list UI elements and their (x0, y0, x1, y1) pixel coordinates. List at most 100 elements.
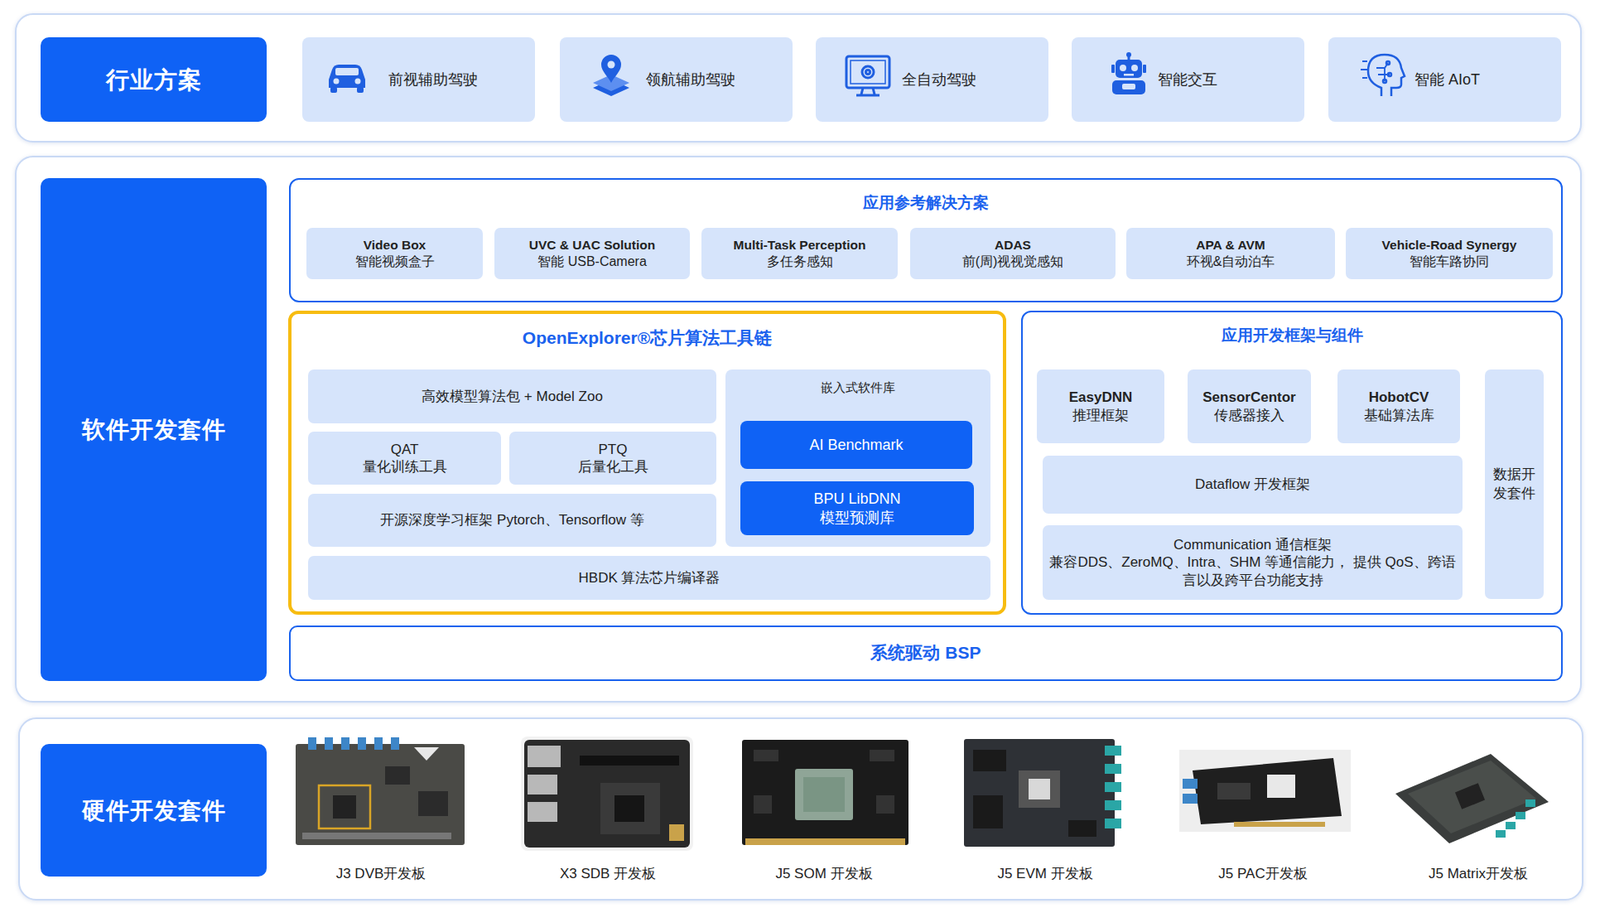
j5-evm-board (963, 738, 1122, 847)
box-label: SensorCentor (1202, 388, 1296, 406)
solution-box: 前视辅助驾驶 (302, 37, 535, 122)
j5-pac-board-part (1233, 821, 1326, 827)
box-label: 数据开发套件 (1493, 465, 1536, 502)
solution-box: 领航辅助驾驶 (559, 37, 793, 122)
box-label: APA & AVM (1195, 236, 1266, 253)
robot-icon-part (1131, 64, 1138, 72)
board-caption: J3 DVB开发板 (336, 863, 427, 883)
box-label: BPU LibDNN (813, 489, 901, 509)
car-icon-part (356, 86, 364, 93)
j5-evm-board-part (1104, 818, 1122, 829)
j5-matrix-board-part (1525, 799, 1536, 807)
car-icon-part (330, 86, 338, 93)
section-heading: 软件开发套件 (40, 178, 267, 681)
map-pin-icon-part (592, 74, 630, 92)
j5-som-board-part (753, 749, 779, 762)
j5-evm-board-part (973, 749, 1007, 772)
j5-evm-board-part (1028, 778, 1051, 800)
box-label: 智能 USB-Camera (537, 253, 647, 270)
ai-head-icon-part (1383, 79, 1387, 83)
j5-pac-board-part (1182, 778, 1198, 789)
frame-title: OpenExplorer®芯片算法工具链 (291, 327, 1003, 349)
j3-dvb-board-part (374, 737, 383, 750)
j5-matrix-board-part (1495, 829, 1506, 838)
x3-sdb-board-part (614, 795, 645, 822)
tool-box: Communication 通信框架兼容DDS、ZeroMQ、Intra、SHM… (1042, 525, 1463, 600)
section-panel: Video Box智能视频盒子UVC & UAC Solution智能 USB-… (14, 155, 1582, 703)
tool-box: Dataflow 开发框架 (1042, 455, 1463, 514)
j3-dvb-board-part (385, 766, 410, 785)
robot-icon-part (1142, 64, 1147, 73)
box-label: HobotCV (1368, 388, 1430, 406)
j3-dvb-board-part (418, 790, 449, 816)
j5-som-board-part (803, 776, 845, 812)
frame-title: 应用开发框架与组件 (1022, 325, 1562, 346)
j3-dvb-board-part (295, 743, 465, 845)
box-label: 多任务感知 (766, 253, 834, 270)
solution-box: 智能 AIoT (1328, 37, 1562, 122)
j3-dvb-board-part (341, 737, 350, 750)
j5-matrix-board-part (1515, 811, 1526, 820)
car-icon (328, 64, 366, 93)
board-caption: J5 PAC开发板 (1218, 863, 1307, 883)
ai-head-icon-part (1368, 54, 1405, 97)
reference-box: ADAS前(周)视视觉感知 (910, 227, 1116, 280)
component-box: 数据开发套件 (1484, 369, 1544, 599)
box-label: 传感器接入 (1214, 406, 1285, 425)
frame-title: 嵌入式软件库 (725, 379, 991, 396)
x3-sdb-board-part (527, 774, 558, 795)
box-label: 兼容DDS、ZeroMQ、Intra、SHM 等通信能力， 提供 QoS、跨语言… (1049, 553, 1456, 589)
car-icon-part (328, 64, 366, 88)
x3-sdb-board (520, 736, 694, 851)
j5-evm-board-part (973, 795, 1003, 829)
j5-som-board-part (795, 768, 854, 820)
box-label: 前(周)视视觉感知 (962, 253, 1065, 270)
monitor-icon-part (850, 60, 886, 84)
j5-pac-board (1179, 749, 1351, 832)
reference-box: Video Box智能视频盒子 (306, 227, 483, 280)
box-label: 后量化工具 (578, 457, 649, 476)
box-label: Vehicle-Road Synergy (1382, 236, 1518, 253)
box-label: UVC & UAC Solution (529, 236, 656, 253)
robot-icon-part (1119, 64, 1127, 72)
j3-dvb-board-part (357, 737, 367, 750)
monitor-icon (846, 56, 890, 96)
j5-matrix-board-part (1407, 760, 1537, 834)
reference-box: APA & AVM环视&自动泊车 (1126, 227, 1335, 280)
board-caption: J5 EVM 开发板 (997, 863, 1093, 883)
j3-dvb-board-part (302, 832, 452, 839)
j5-som-board (742, 739, 909, 845)
box-label: PTQ (598, 440, 628, 458)
monitor-icon-part (862, 66, 874, 78)
ai-head-icon (1360, 54, 1405, 97)
tool-box: 开源深度学习框架 Pytorch、Tensorflow 等 (308, 493, 717, 547)
group-frame: EasyDNN推理框架SensorCentor传感器接入HobotCV基础算法库… (1021, 310, 1563, 615)
j5-matrix-board-part (1505, 821, 1516, 829)
robot-icon-part (1126, 52, 1132, 58)
j5-som-board-part (742, 739, 909, 845)
robot-icon-part (1127, 55, 1131, 61)
box-label: Multi-Task Perception (733, 236, 867, 253)
box-label: 智能交互 (1157, 70, 1218, 90)
section-heading: 硬件开发套件 (40, 743, 267, 877)
x3-sdb-board-part (524, 739, 690, 848)
robot-icon-part (1112, 80, 1146, 95)
component-box: HobotCV基础算法库 (1337, 369, 1461, 444)
j5-evm-board-part (1104, 763, 1122, 774)
robot-icon-part (1122, 83, 1136, 90)
box-label: 开源深度学习框架 Pytorch、Tensorflow 等 (380, 510, 644, 529)
tool-box: HBDK 算法芯片编译器 (308, 555, 991, 600)
j5-pac-board-part (1267, 774, 1296, 798)
reference-box: Multi-Task Perception多任务感知 (701, 227, 898, 280)
j5-evm-board-part (1068, 819, 1097, 837)
box-label: 前视辅助驾驶 (388, 70, 478, 90)
ai-head-icon-part (1386, 61, 1390, 65)
reference-box: UVC & UAC Solution智能 USB-Camera (494, 227, 690, 280)
j5-som-board-part (753, 795, 772, 814)
x3-sdb-board-part (520, 736, 694, 851)
j5-matrix-board (1395, 753, 1549, 844)
tool-box: 高效模型算法包 + Model Zoo (308, 369, 717, 424)
j3-dvb-board-part (318, 785, 371, 829)
toolchain-frame: 高效模型算法包 + Model ZooQAT量化训练工具PTQ后量化工具开源深度… (288, 310, 1007, 615)
j5-pac-board-part (1192, 757, 1342, 825)
